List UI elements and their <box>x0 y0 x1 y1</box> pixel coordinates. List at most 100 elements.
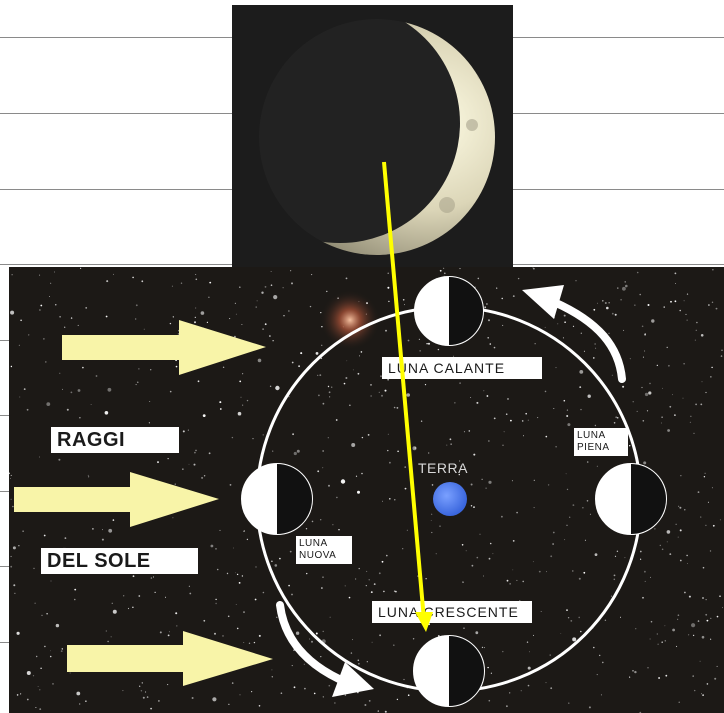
star <box>241 575 244 577</box>
star <box>700 334 704 337</box>
star <box>79 703 81 705</box>
luna-calante-label: LUNA CALANTE <box>382 357 542 379</box>
star <box>588 706 591 709</box>
star <box>606 306 609 310</box>
star <box>243 642 245 643</box>
star <box>387 433 389 435</box>
star <box>345 277 348 280</box>
star <box>622 385 625 388</box>
star <box>428 452 430 454</box>
star <box>194 451 196 454</box>
star <box>704 472 706 474</box>
star <box>714 677 717 680</box>
star <box>309 638 310 640</box>
star <box>502 444 504 446</box>
star <box>34 602 36 604</box>
star <box>276 616 278 618</box>
star <box>313 692 316 695</box>
star <box>430 520 432 521</box>
star <box>439 269 442 272</box>
star <box>648 391 652 395</box>
star <box>12 546 16 550</box>
star <box>720 355 723 357</box>
star <box>23 388 26 390</box>
star <box>88 476 90 478</box>
star <box>387 449 389 452</box>
star <box>300 352 303 355</box>
star <box>194 321 196 324</box>
star <box>238 582 241 584</box>
star <box>292 433 294 436</box>
star <box>532 267 534 269</box>
star <box>579 370 584 374</box>
star <box>174 483 176 485</box>
star <box>322 450 324 452</box>
star <box>425 578 427 580</box>
star <box>335 419 338 421</box>
star <box>686 293 689 295</box>
star <box>61 648 63 650</box>
star <box>203 619 206 622</box>
star <box>700 516 702 518</box>
star <box>320 656 322 658</box>
star <box>60 650 63 652</box>
star <box>613 574 616 577</box>
star <box>604 619 607 621</box>
star <box>239 380 242 383</box>
star <box>705 524 707 527</box>
star <box>269 335 271 337</box>
star <box>620 298 622 301</box>
star <box>255 306 257 308</box>
star <box>599 654 601 657</box>
star <box>105 315 108 318</box>
star <box>343 382 346 385</box>
star <box>77 324 79 326</box>
star <box>522 580 524 583</box>
right-arrow-icon <box>14 472 219 527</box>
star <box>396 407 399 409</box>
star <box>502 324 504 326</box>
star <box>43 338 45 340</box>
star <box>135 318 137 320</box>
star <box>613 422 616 424</box>
star <box>141 682 143 684</box>
raggi-label: RAGGI <box>51 427 179 453</box>
star <box>288 584 290 587</box>
star <box>486 303 488 305</box>
star <box>49 655 52 658</box>
star <box>233 547 234 549</box>
star <box>222 366 225 368</box>
star <box>407 694 410 696</box>
star <box>20 319 22 322</box>
star <box>674 414 676 416</box>
star <box>291 665 293 667</box>
star <box>64 326 66 328</box>
star <box>188 463 190 465</box>
star <box>239 286 241 288</box>
star <box>582 507 584 509</box>
star <box>579 386 582 388</box>
star <box>488 440 490 442</box>
star <box>636 410 638 412</box>
star <box>49 296 50 297</box>
star <box>527 666 531 670</box>
star <box>188 585 190 587</box>
star <box>578 577 581 580</box>
star <box>689 421 692 423</box>
star <box>322 576 324 578</box>
star <box>304 687 306 690</box>
star <box>485 487 487 489</box>
star <box>510 419 512 422</box>
star <box>135 384 137 386</box>
star <box>62 388 63 390</box>
star <box>509 583 511 585</box>
star <box>481 646 484 649</box>
star <box>402 299 405 301</box>
star <box>664 625 666 627</box>
star <box>565 473 567 475</box>
luna-crescente-label: LUNA CRESCENTE <box>372 601 532 623</box>
luna-nuova-line2: NUOVA <box>299 550 337 561</box>
star <box>470 397 472 398</box>
star <box>642 356 644 358</box>
star <box>502 650 504 653</box>
